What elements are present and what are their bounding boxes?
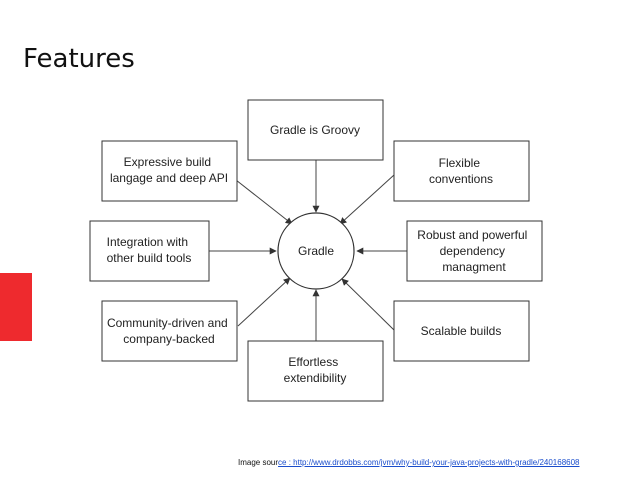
connectors — [209, 160, 407, 341]
svg-text:Effortless extendibili: Effortless extendibility — [284, 355, 347, 385]
svg-text:Gradle is Groovy: Gradle is Groovy — [270, 123, 360, 137]
node-top-left-line-2: langage and deep API — [110, 171, 228, 185]
node-top-right-line-1: Flexible — [439, 156, 481, 170]
svg-text:Integration with other: Integration with other build tools — [107, 235, 192, 265]
node-bottom-left: Community-driven and company-backed — [101, 300, 238, 362]
node-bottom-line-2: extendibility — [284, 371, 347, 385]
node-left: Integration with other build tools — [89, 220, 210, 282]
arrow-bottom-right — [341, 278, 395, 331]
node-right: Robust and powerful dependency managment — [406, 220, 543, 282]
svg-text:Robust and powerful de: Robust and powerful dependency managment — [417, 228, 530, 274]
arrow-top-right — [339, 174, 395, 225]
node-left-line-2: other build tools — [107, 251, 192, 265]
node-top: Gradle is Groovy — [247, 99, 384, 161]
node-bottom-right: Scalable builds — [393, 300, 530, 362]
node-top-line-1: Gradle is Groovy — [270, 123, 360, 137]
node-right-line-1: Robust and powerful — [417, 228, 527, 242]
node-top-right: Flexible conventions — [393, 140, 530, 202]
source-link[interactable]: ce : http://www.drdobbs.com/jvm/why-buil… — [278, 458, 580, 467]
center-node: Gradle — [277, 212, 355, 290]
node-bottom-right-line-1: Scalable builds — [421, 324, 502, 338]
svg-text:Expressive build langa: Expressive build langage and deep API — [110, 155, 228, 185]
arrow-top-left — [235, 179, 293, 225]
node-top-left: Expressive build langage and deep API — [101, 140, 238, 202]
node-bottom: Effortless extendibility — [247, 340, 384, 402]
node-right-line-2: dependency — [440, 244, 505, 258]
caption-prefix: Image sour — [238, 458, 279, 467]
node-bottom-left-line-1: Community-driven and — [107, 316, 228, 330]
center-node-label: Gradle — [298, 244, 334, 258]
node-right-line-3: managment — [442, 260, 506, 274]
svg-text:Flexible conventions: Flexible conventions — [429, 156, 493, 186]
node-bottom-line-1: Effortless — [288, 355, 338, 369]
node-left-line-1: Integration with — [107, 235, 188, 249]
accent-bar — [0, 273, 32, 341]
node-top-right-line-2: conventions — [429, 172, 493, 186]
svg-text:Scalable builds: Scalable builds — [421, 324, 502, 338]
node-bottom-left-line-2: company-backed — [123, 332, 214, 346]
node-top-left-line-1: Expressive build — [124, 155, 211, 169]
arrow-bottom-left — [237, 277, 291, 327]
slide-title: Features — [23, 44, 135, 74]
svg-text:Community-driven and c: Community-driven and company-backed — [107, 316, 231, 346]
image-source-caption: Image source : http://www.drdobbs.com/jv… — [238, 458, 580, 467]
